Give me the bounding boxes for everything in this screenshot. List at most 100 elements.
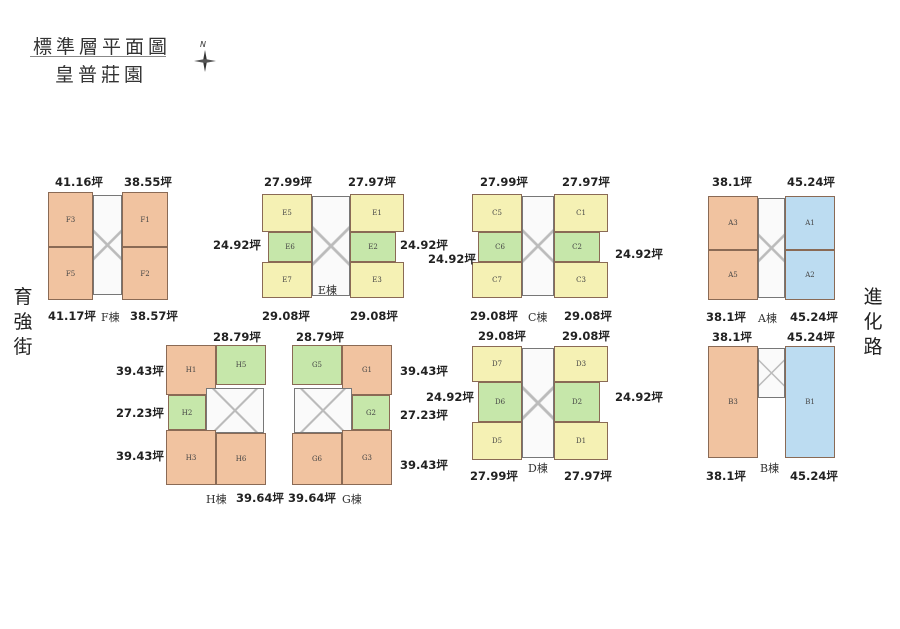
area-label: 38.1坪 <box>712 175 752 189</box>
building-name: C棟 <box>528 311 548 324</box>
unit: E7 <box>262 262 312 298</box>
unit: F1 <box>122 192 168 247</box>
building-name: F棟 <box>101 311 120 324</box>
unit: D1 <box>554 422 608 460</box>
area-label: 24.92坪 <box>400 238 448 252</box>
unit: H3 <box>166 430 216 485</box>
area-label: 39.43坪 <box>400 458 448 472</box>
street-right: 進化路 <box>863 286 883 358</box>
area-label: 24.92坪 <box>426 390 474 404</box>
building-name: E棟 <box>318 284 338 297</box>
title-line2: 皇普莊園 <box>55 64 148 86</box>
unit: G5 <box>292 345 342 385</box>
unit: F2 <box>122 247 168 300</box>
area-label: 29.08坪 <box>564 309 612 323</box>
core <box>206 388 264 433</box>
area-label: 24.92坪 <box>213 238 261 252</box>
area-label: 27.99坪 <box>264 175 312 189</box>
unit: A2 <box>785 250 835 300</box>
core <box>294 388 352 433</box>
building-name: A棟 <box>758 312 777 325</box>
unit: A3 <box>708 196 758 250</box>
unit: C5 <box>472 194 522 232</box>
area-label: 41.16坪 <box>55 175 103 189</box>
building-name: B棟 <box>760 462 780 475</box>
unit: C7 <box>472 262 522 298</box>
title-line1: 標準層平面圖 <box>33 36 172 58</box>
area-label: 39.64坪 <box>236 491 284 505</box>
area-label: 29.08坪 <box>562 329 610 343</box>
core <box>758 348 785 398</box>
unit: D2 <box>554 382 600 422</box>
title-divider <box>30 56 166 57</box>
building-name: D棟 <box>528 462 548 475</box>
unit: E1 <box>350 194 404 232</box>
core <box>522 196 554 296</box>
unit: C6 <box>478 232 522 262</box>
area-label: 28.79坪 <box>213 330 261 344</box>
unit: C3 <box>554 262 608 298</box>
unit: F5 <box>48 247 93 300</box>
area-label: 45.24坪 <box>790 469 838 483</box>
unit: H2 <box>168 395 206 430</box>
area-label: 27.99坪 <box>470 469 518 483</box>
area-label: 27.97坪 <box>348 175 396 189</box>
building-name: G棟 <box>342 493 362 506</box>
core <box>93 195 122 295</box>
area-label: 45.24坪 <box>787 175 835 189</box>
unit: E3 <box>350 262 404 298</box>
core <box>758 198 785 298</box>
area-label: 38.55坪 <box>124 175 172 189</box>
area-label: 27.97坪 <box>562 175 610 189</box>
unit: C1 <box>554 194 608 232</box>
unit: F3 <box>48 192 93 247</box>
area-label: 27.23坪 <box>400 408 448 422</box>
area-label: 39.43坪 <box>400 364 448 378</box>
unit: C2 <box>554 232 600 262</box>
core <box>312 196 350 296</box>
unit: D3 <box>554 346 608 382</box>
area-label: 39.43坪 <box>116 449 164 463</box>
compass-icon: N <box>194 40 216 72</box>
unit: D7 <box>472 346 522 382</box>
unit: A5 <box>708 250 758 300</box>
unit: E6 <box>268 232 312 262</box>
area-label: 24.92坪 <box>615 390 663 404</box>
unit: B1 <box>785 346 835 458</box>
area-label: 27.99坪 <box>480 175 528 189</box>
area-label: 24.92坪 <box>615 247 663 261</box>
unit: B3 <box>708 346 758 458</box>
area-label: 29.08坪 <box>478 329 526 343</box>
area-label: 24.92坪 <box>428 252 476 266</box>
area-label: 38.1坪 <box>706 310 746 324</box>
unit: H6 <box>216 433 266 485</box>
area-label: 45.24坪 <box>790 310 838 324</box>
street-left: 育強街 <box>13 286 33 358</box>
unit: D5 <box>472 422 522 460</box>
area-label: 39.64坪 <box>288 491 336 505</box>
building-name: H棟 <box>206 493 227 506</box>
area-label: 27.97坪 <box>564 469 612 483</box>
core <box>522 348 554 458</box>
area-label: 45.24坪 <box>787 330 835 344</box>
area-label: 29.08坪 <box>350 309 398 323</box>
unit: G1 <box>342 345 392 395</box>
unit: A1 <box>785 196 835 250</box>
svg-text:N: N <box>200 40 206 49</box>
unit: D6 <box>478 382 522 422</box>
unit: E5 <box>262 194 312 232</box>
area-label: 41.17坪 <box>48 309 96 323</box>
area-label: 28.79坪 <box>296 330 344 344</box>
unit: G2 <box>352 395 390 430</box>
area-label: 38.57坪 <box>130 309 178 323</box>
area-label: 38.1坪 <box>712 330 752 344</box>
area-label: 29.08坪 <box>470 309 518 323</box>
unit: E2 <box>350 232 396 262</box>
area-label: 29.08坪 <box>262 309 310 323</box>
area-label: 27.23坪 <box>116 406 164 420</box>
unit: H5 <box>216 345 266 385</box>
unit: G6 <box>292 433 342 485</box>
area-label: 39.43坪 <box>116 364 164 378</box>
unit: G3 <box>342 430 392 485</box>
